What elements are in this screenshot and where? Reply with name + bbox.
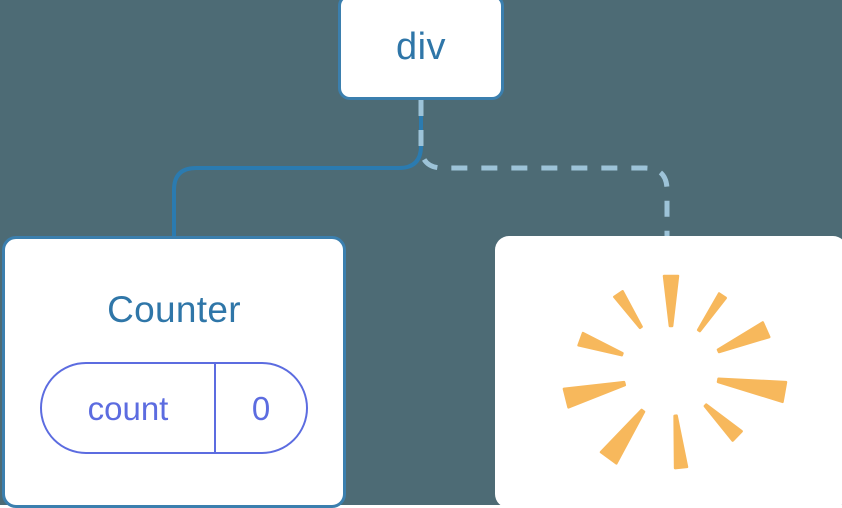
starburst-ray-group [562, 274, 788, 470]
state-pill[interactable]: count 0 [40, 362, 308, 454]
node-div-label: div [395, 26, 447, 68]
node-counter-title: Counter [107, 289, 241, 330]
starburst-ray-6 [673, 414, 689, 470]
starburst-icon [562, 274, 788, 470]
starburst-ray-1 [662, 274, 680, 328]
starburst-ray-7 [599, 408, 646, 465]
edge-div-to-counter [172, 98, 423, 238]
starburst-ray-3 [716, 321, 771, 354]
starburst-ray-4 [716, 377, 788, 404]
state-value-label: 0 [214, 364, 306, 452]
node-div[interactable]: div [338, 0, 504, 100]
node-counter[interactable]: Counter count 0 [2, 236, 346, 508]
starburst-ray-8 [562, 380, 627, 409]
starburst-ray-5 [703, 403, 743, 442]
edge-div-to-burst [418, 100, 670, 236]
starburst-ray-2 [696, 292, 728, 333]
node-rerender-burst[interactable] [495, 236, 842, 508]
state-key-label: count [87, 389, 169, 427]
starburst-ray-10 [613, 290, 643, 330]
starburst-ray-9 [577, 331, 624, 357]
